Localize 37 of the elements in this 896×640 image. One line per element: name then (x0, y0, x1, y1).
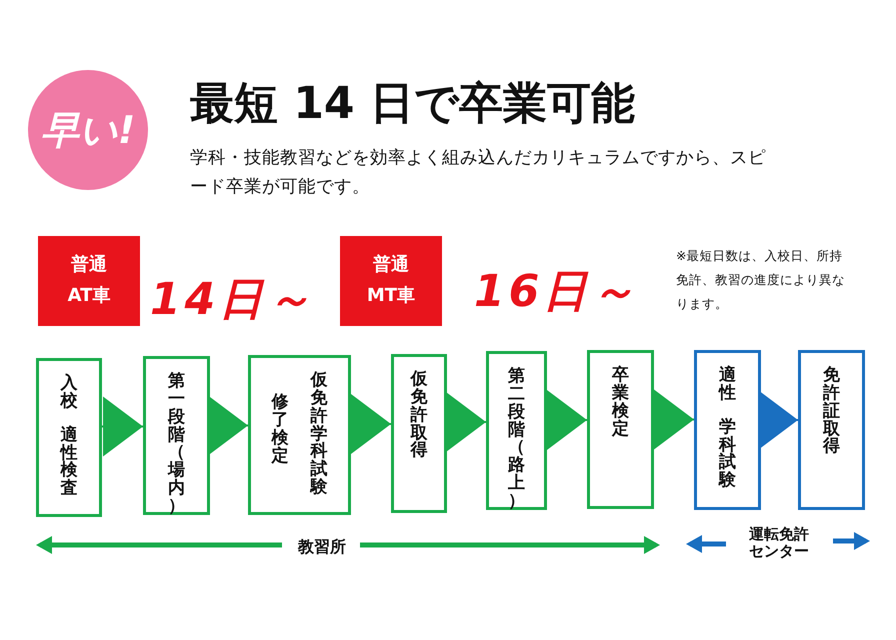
process-box (798, 350, 865, 510)
step-text: 学科試験 (719, 418, 736, 490)
step-text: 適性検査 (60, 426, 78, 498)
process-box (486, 351, 547, 510)
range-label: 運転免許センター (748, 526, 810, 560)
step-text: 修了検定 (272, 394, 288, 466)
arrow (351, 394, 391, 454)
step-text: 仮免許学科試験 (310, 372, 328, 497)
range-label: 教習所 (296, 536, 347, 558)
step-text: 入校 (60, 375, 78, 411)
arrow (208, 396, 248, 456)
arrow (547, 390, 587, 450)
process-box (587, 350, 654, 509)
arrow (102, 396, 143, 456)
arrow (654, 390, 694, 450)
process-box (248, 355, 351, 515)
step-text: 免許証取得 (823, 367, 840, 456)
process-box (143, 356, 210, 515)
process-box (694, 350, 761, 510)
step-text: 第二段階（路上） (508, 368, 525, 511)
step-text: 仮免許取得 (410, 371, 428, 460)
car-type-text: 普通 AT車 (66, 253, 112, 308)
duration-text: 14日～ (150, 273, 316, 327)
duration-text: 16日～ (474, 265, 640, 319)
note-text: ※最短日数は、入校日、所持免許、教習の進度により異なります。 (676, 247, 846, 312)
description-text: 学科・技能教習などを効率よく組み込んだカリキュラムですから、スピード卒業が可能です。 (190, 147, 767, 199)
car-type-tag (340, 236, 442, 326)
arrow (446, 392, 486, 452)
process-box (391, 354, 447, 513)
car-type-tag (38, 236, 140, 326)
step-text: 第一段階（場内） (168, 373, 185, 516)
step-text: 適性 (719, 367, 736, 403)
step-text: 卒業検定 (612, 367, 629, 438)
process-box (36, 358, 102, 517)
badge-text: 早い! (40, 106, 136, 154)
title: 最短 14 日で卒業可能 (190, 77, 635, 131)
car-type-text: 普通 MT車 (366, 253, 416, 308)
